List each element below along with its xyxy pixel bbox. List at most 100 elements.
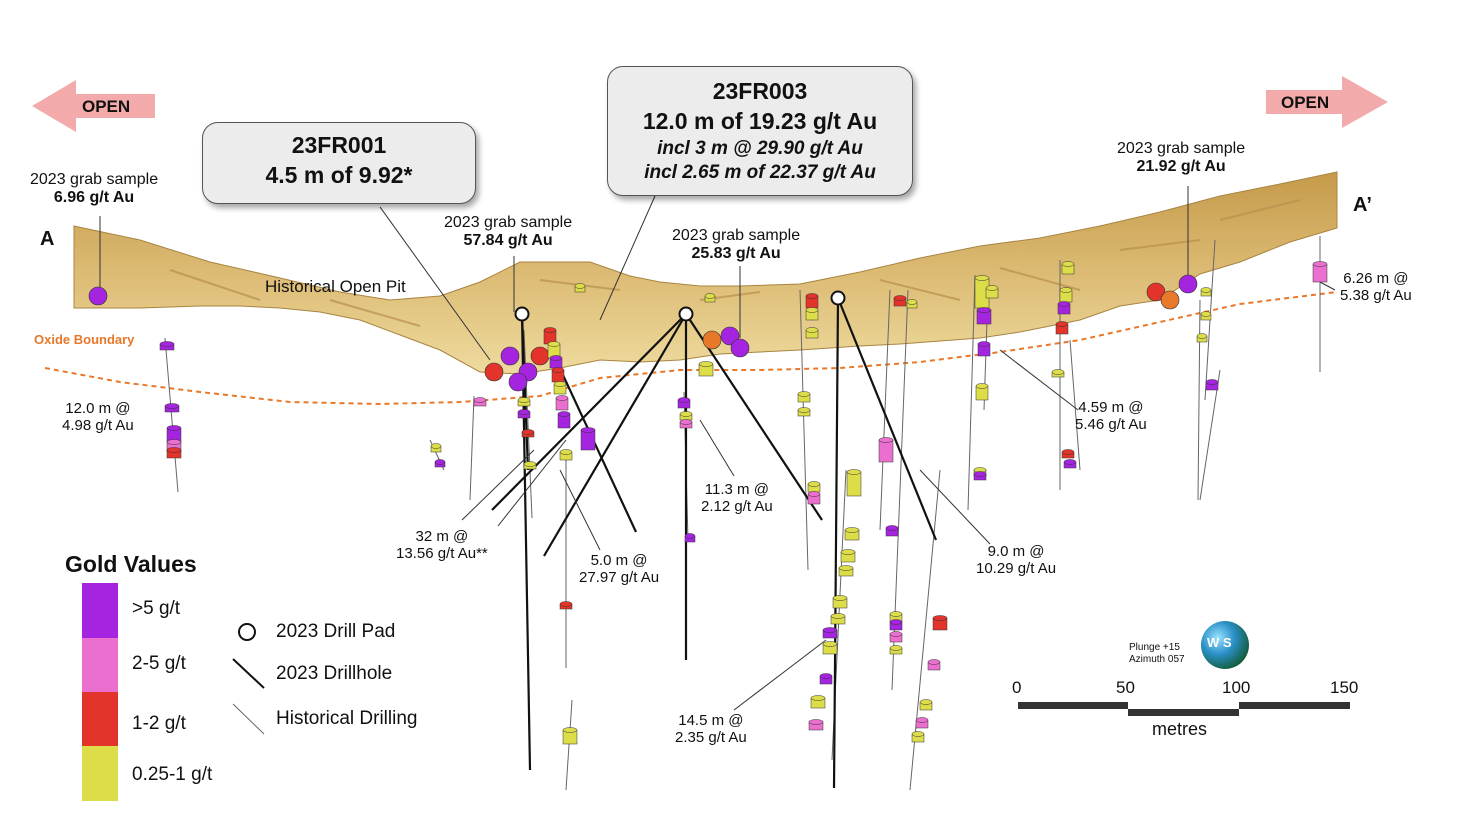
assay-interval-cap: [1061, 449, 1075, 455]
assay-interval-cap: [889, 645, 903, 651]
assay-interval: [819, 673, 833, 685]
assay-interval: [1196, 333, 1208, 343]
legend-drillhole-label: 2023 Drillhole: [276, 663, 393, 684]
callout-23fr003-result: 12.0 m of 19.23 g/t Au: [642, 107, 878, 134]
assay-interval-cap: [704, 293, 716, 299]
assay-interval-cap: [159, 341, 175, 347]
assay-interval: [889, 645, 903, 655]
scale-tick-100: 100: [1222, 678, 1251, 697]
historical-drillhole: [967, 274, 976, 511]
assay-interval: [559, 449, 573, 461]
leader-line: [999, 349, 1079, 411]
2023-drillhole: [836, 297, 938, 541]
assay-interval: [1200, 287, 1212, 297]
assay-interval: [555, 395, 569, 411]
assay-interval-cap: [559, 601, 573, 607]
assay-interval-cap: [797, 391, 811, 397]
2023-drillhole: [543, 313, 687, 557]
historical-open-pit-label: Historical Open Pit: [265, 277, 406, 296]
assay-interval: [889, 631, 903, 643]
assay-interval-cap: [838, 565, 854, 571]
assay-interval: [580, 427, 596, 451]
grab-sample-sphere: [720, 326, 740, 346]
intercept-label-2: 32 m @13.56 g/t Au**: [396, 528, 488, 563]
assay-interval-cap: [846, 469, 862, 475]
assay-interval: [885, 525, 899, 537]
oxide-boundary-label: Oxide Boundary: [34, 332, 135, 347]
assay-interval: [805, 307, 819, 321]
assay-interval: [679, 419, 693, 429]
assay-interval: [684, 533, 696, 543]
assay-interval: [166, 447, 182, 459]
assay-interval: [1312, 261, 1328, 283]
assay-interval-cap: [543, 327, 557, 333]
assay-interval: [679, 411, 693, 421]
assay-interval: [547, 341, 561, 359]
legend-swatch-2to5: [82, 638, 118, 692]
assay-interval-cap: [889, 631, 903, 637]
legend-swatch-1to2: [82, 692, 118, 746]
leader-line: [919, 469, 991, 545]
assay-interval: [889, 619, 903, 631]
assay-interval-cap: [557, 411, 571, 417]
assay-interval-cap: [911, 731, 925, 737]
assay-interval-cap: [551, 367, 565, 373]
historical-drillhole: [469, 395, 475, 501]
historical-drillhole: [164, 337, 179, 493]
assay-interval: [973, 471, 987, 481]
assay-interval-cap: [677, 397, 691, 403]
historical-drillhole: [1199, 369, 1221, 501]
assay-interval-cap: [975, 383, 989, 389]
intercept-label-6: 9.0 m @10.29 g/t Au: [976, 543, 1057, 578]
intercept-label-1: 12.0 m @4.98 g/t Au: [62, 400, 134, 435]
assay-interval: [553, 381, 567, 395]
assay-interval: [977, 341, 991, 357]
assay-interval-cap: [1051, 369, 1065, 375]
drillhole-key-icon: [232, 658, 265, 689]
orientation-text: Plunge +15 Azimuth 057: [1129, 642, 1185, 665]
assay-interval-cap: [822, 641, 838, 647]
assay-interval: [932, 615, 948, 631]
assay-interval-body: [580, 429, 596, 451]
2023-drill-pad: [514, 306, 530, 322]
assay-interval-cap: [840, 549, 856, 555]
assay-interval: [985, 285, 999, 299]
grab-sample-markers: [88, 274, 1198, 392]
assay-interval: [797, 407, 811, 417]
intercept-label-8: 6.26 m @5.38 g/t Au: [1340, 270, 1412, 305]
leader-line: [379, 206, 491, 361]
leader-line: [559, 469, 601, 551]
2023-drillhole: [832, 297, 840, 789]
scale-tick-0: 0: [1012, 678, 1022, 697]
assay-interval-cap: [906, 299, 918, 305]
assay-interval-cap: [521, 429, 535, 435]
legend-swatch-gt5: [82, 583, 118, 638]
leader-line: [461, 449, 535, 521]
assay-interval: [807, 481, 821, 493]
historical-drillhole: [1069, 339, 1081, 471]
historical-drillhole: [523, 329, 533, 519]
assay-interval: [1059, 287, 1073, 303]
leader-line: [1319, 281, 1336, 291]
assay-interval-cap: [878, 437, 894, 443]
assay-interval: [915, 717, 929, 729]
assay-interval-cap: [517, 397, 531, 403]
scale-tick-150: 150: [1330, 678, 1359, 697]
callout-23fr003-incl1: incl 3 m @ 29.90 g/t Au: [657, 137, 863, 159]
open-label-right: OPEN: [1281, 93, 1330, 112]
assay-interval-cap: [1063, 459, 1077, 465]
assay-interval-cap: [927, 659, 941, 665]
assay-interval-cap: [580, 427, 596, 433]
assay-interval-cap: [889, 611, 903, 617]
intercept-label-7: 4.59 m @5.46 g/t Au: [1075, 399, 1147, 434]
assay-interval: [543, 327, 557, 345]
open-label-left: OPEN: [82, 97, 131, 116]
assay-interval: [807, 491, 821, 505]
assay-interval: [1061, 449, 1075, 459]
scale-bar-seg-1: [1018, 702, 1128, 709]
assay-interval: [164, 403, 180, 413]
assay-interval-cap: [434, 459, 446, 465]
callout-23fr001: 23FR001 4.5 m of 9.92*: [202, 122, 476, 204]
